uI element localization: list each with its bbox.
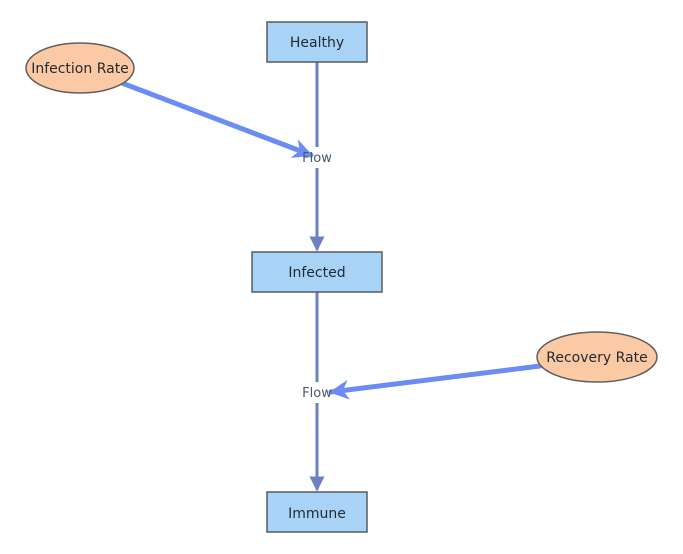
parameter-recovery-rate[interactable]: Recovery Rate <box>536 331 658 383</box>
parameter-infection-rate[interactable]: Infection Rate <box>25 42 135 94</box>
stock-healthy-label: Healthy <box>290 35 344 51</box>
stock-immune-label: Immune <box>288 506 346 522</box>
parameter-infection-rate-label: Infection Rate <box>31 61 129 77</box>
stock-immune[interactable]: Immune <box>266 491 368 533</box>
stock-infected[interactable]: Infected <box>251 251 383 293</box>
stock-infected-label: Infected <box>288 265 345 281</box>
recovery-rate-link-arrow[interactable] <box>328 363 543 400</box>
infection-flow-label[interactable]: Flow <box>302 151 332 166</box>
recovery-flow-label[interactable]: Flow <box>302 386 332 401</box>
stock-healthy[interactable]: Healthy <box>266 21 368 63</box>
infection-rate-link-arrow[interactable] <box>119 80 314 158</box>
parameter-recovery-rate-label: Recovery Rate <box>546 350 647 366</box>
